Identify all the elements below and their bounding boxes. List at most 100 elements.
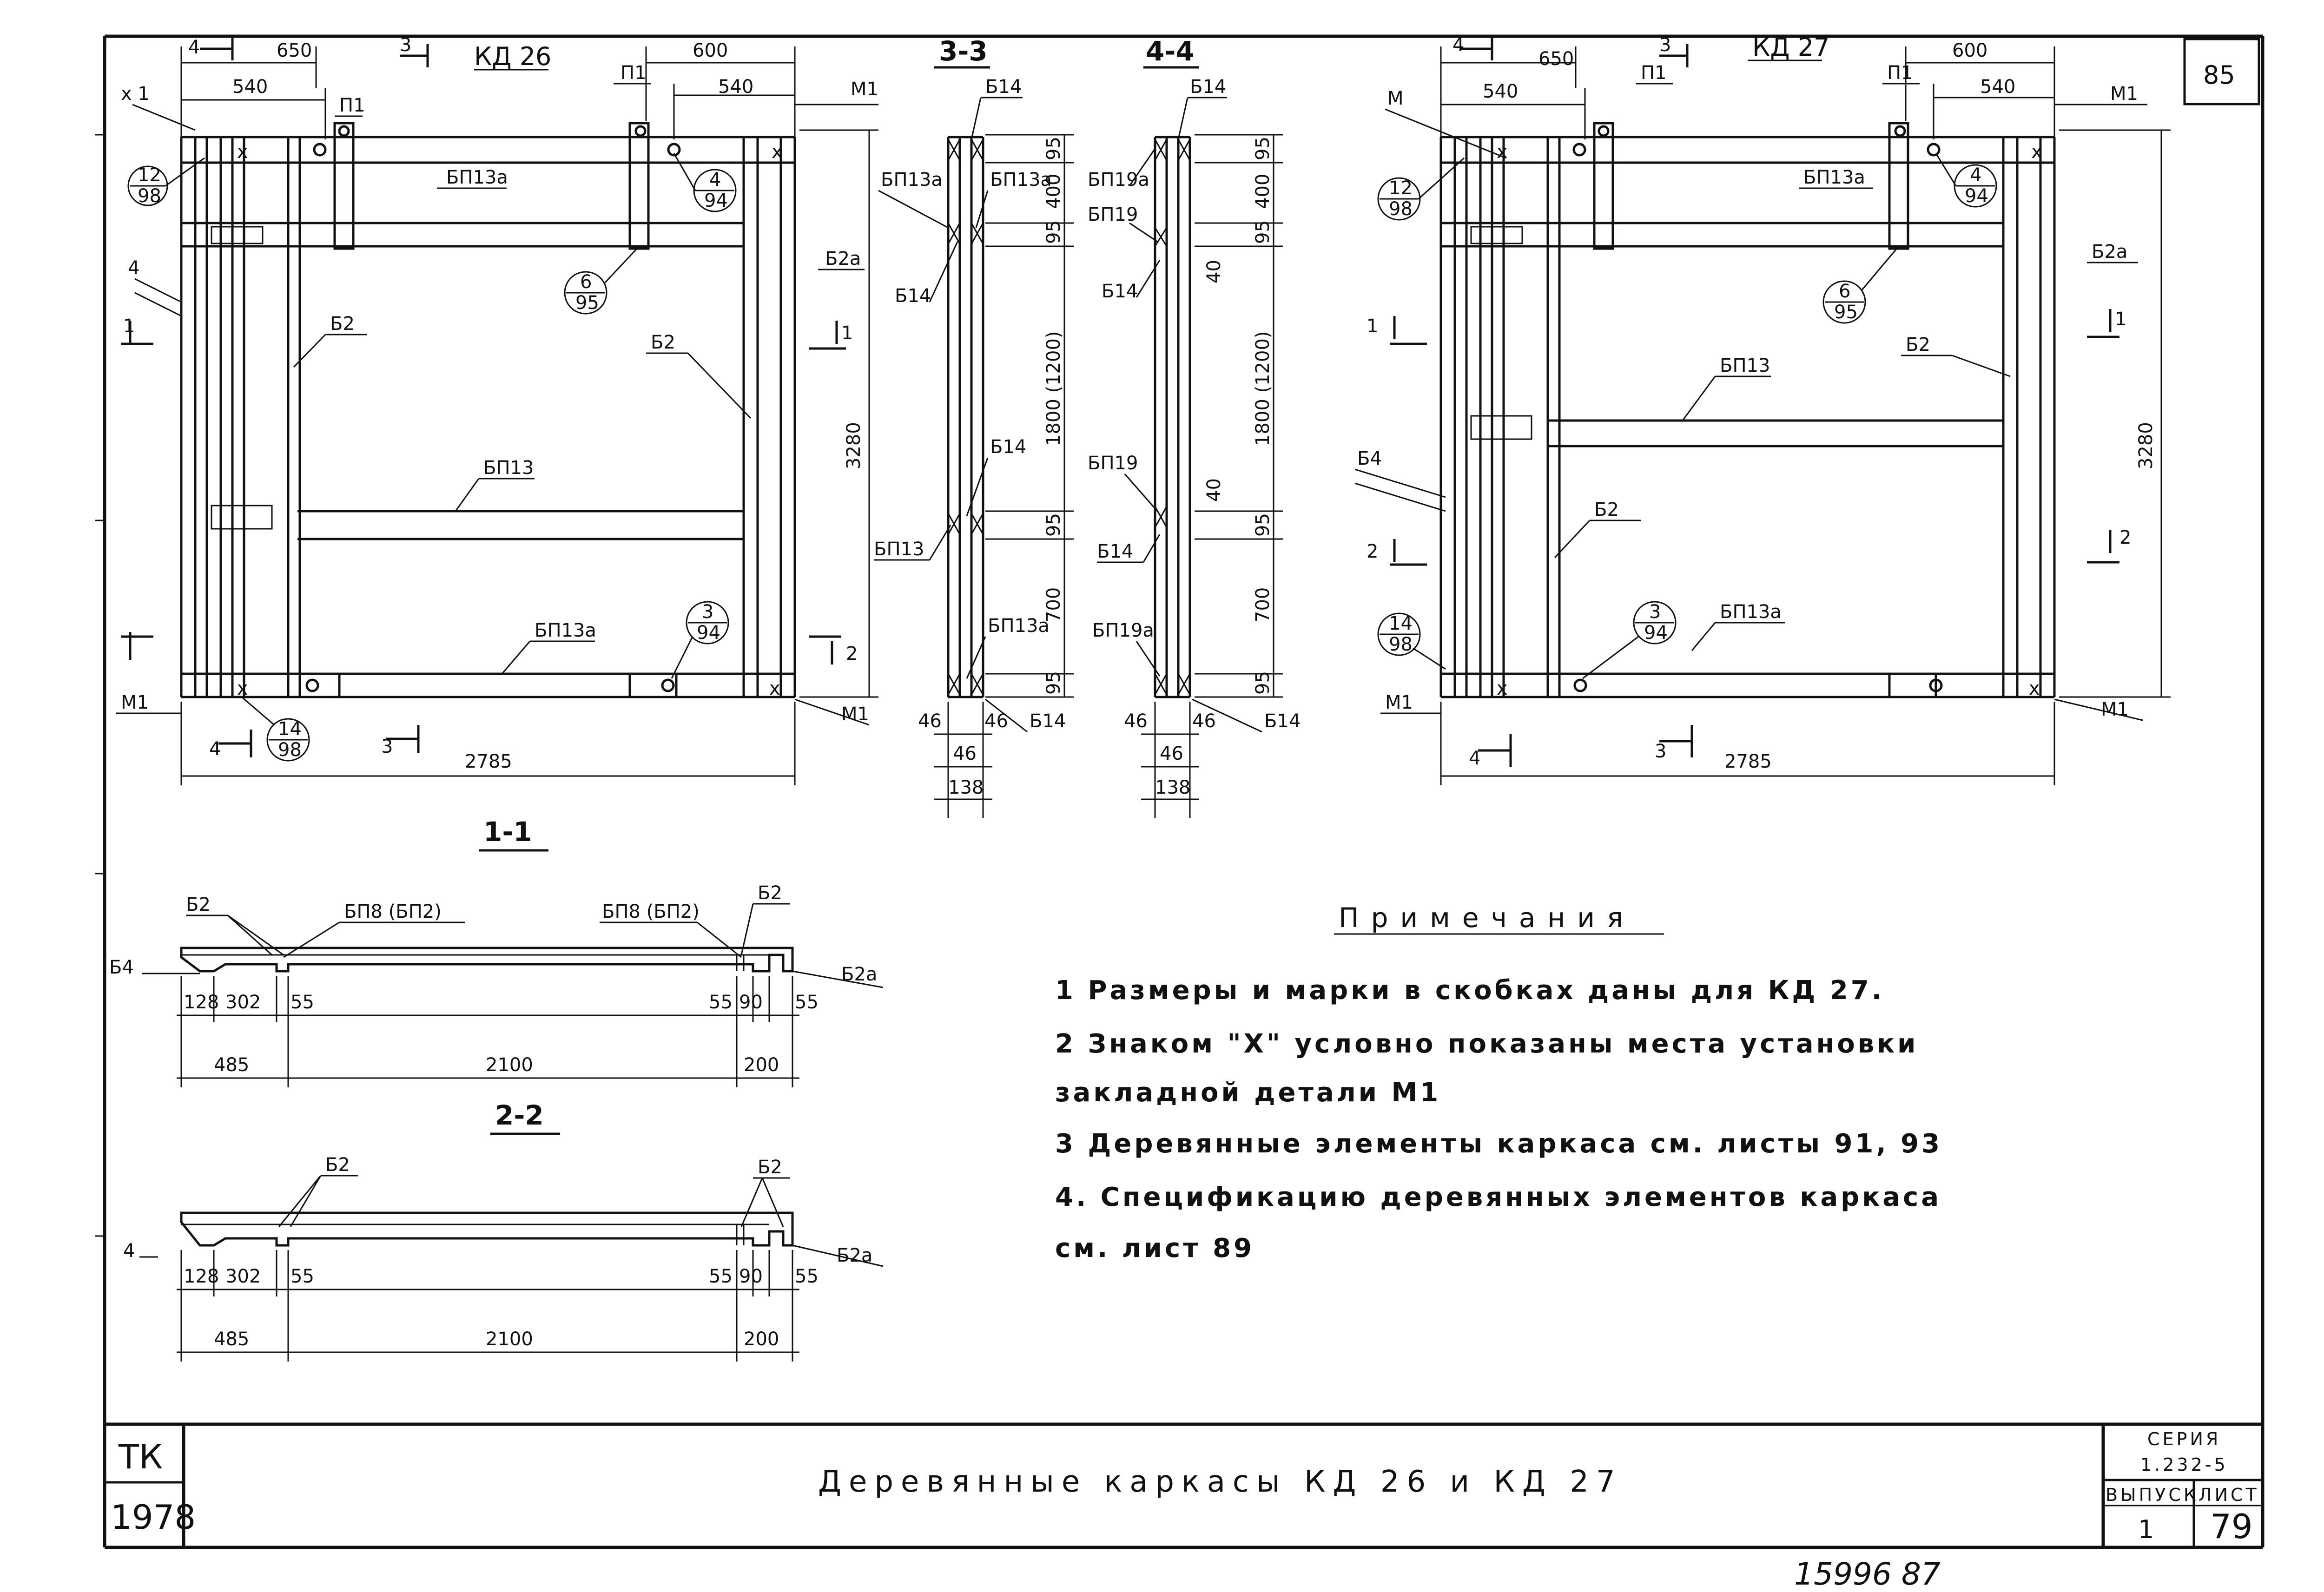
svg-text:М1: М1: [841, 704, 869, 725]
section-4-4: 4-4 95 400 95 40 1800 (1200) 40 95 700 9…: [1088, 35, 1301, 818]
svg-text:М1: М1: [851, 79, 878, 100]
title-main: Деревянные каркасы КД 26 и КД 27: [818, 1465, 1623, 1499]
svg-text:Б2: Б2: [186, 894, 211, 915]
kd27-labels: М П1 П1 М1 БП13а Б2а Б2 БП13 Б4 Б2 БП13а: [1354, 62, 2147, 721]
svg-text:БП13: БП13: [874, 539, 924, 560]
svg-text:138: 138: [1155, 777, 1190, 798]
svg-text:700: 700: [1043, 587, 1064, 623]
svg-text:Б14: Б14: [985, 76, 1022, 98]
kd26-callout-6-95: 6 95: [564, 245, 640, 315]
svg-text:94: 94: [704, 190, 728, 211]
kd26-dim-width-group: 2785: [180, 702, 796, 785]
svg-text:1800 (1200): 1800 (1200): [1252, 331, 1274, 446]
svg-text:x: x: [1497, 141, 1508, 163]
section-2-2: 2-2 128 302 55 55 90 55 485 2100: [123, 1099, 884, 1362]
kd26-callout-12-98: 12 98: [127, 157, 205, 207]
svg-text:94: 94: [1644, 622, 1668, 644]
series-label: СЕРИЯ: [2147, 1429, 2221, 1449]
frame-kd27: x x x x 650 540 600 540 3280: [1354, 33, 2171, 785]
svg-text:П1: П1: [621, 62, 647, 84]
issue-value: 1: [2138, 1515, 2154, 1544]
svg-text:55: 55: [290, 1266, 314, 1287]
svg-text:х 1: х 1: [121, 83, 150, 105]
svg-text:128: 128: [184, 1266, 219, 1287]
svg-text:Б2а: Б2а: [825, 248, 861, 270]
kd26-x-marks: x x x x: [237, 141, 783, 699]
svg-text:Б2: Б2: [330, 313, 355, 335]
svg-text:БП19а: БП19а: [1092, 620, 1154, 641]
kd27-callout-4-94: 4 94: [1935, 153, 1997, 208]
title-block: ТК 1978 Деревянные каркасы КД 26 и КД 27…: [105, 1422, 2263, 1547]
svg-text:95: 95: [575, 292, 599, 314]
sheet-label: ЛИСТ: [2199, 1485, 2259, 1505]
svg-text:14: 14: [278, 718, 302, 740]
kd26-dim-width: 2785: [465, 751, 512, 772]
kd27-dims-top: 650 540 600 540: [1440, 40, 2055, 139]
svg-text:x: x: [237, 678, 248, 699]
svg-text:БП19а: БП19а: [1088, 169, 1149, 191]
svg-text:Б14: Б14: [1264, 710, 1301, 732]
kd26-name: КД 26: [474, 42, 551, 71]
svg-text:Б2: Б2: [1906, 334, 1930, 355]
svg-text:138: 138: [948, 777, 984, 798]
svg-text:4: 4: [209, 738, 221, 760]
svg-text:4: 4: [709, 169, 721, 191]
kd27-dim-540-left: 540: [1483, 81, 1518, 102]
sheet-value: 79: [2210, 1507, 2253, 1546]
svg-text:Б2: Б2: [1594, 499, 1619, 520]
kd27-holes: [1572, 125, 1943, 692]
svg-text:x: x: [1497, 678, 1508, 699]
svg-text:БП13а: БП13а: [990, 169, 1052, 191]
handwritten-number: 15996 87: [1794, 1556, 1941, 1592]
svg-text:1: 1: [841, 322, 853, 344]
kd26-dim-height-group: 3280: [799, 129, 878, 698]
svg-text:90: 90: [739, 1266, 763, 1287]
svg-text:Б14: Б14: [1097, 541, 1133, 562]
svg-text:95: 95: [1252, 220, 1274, 244]
svg-text:П1: П1: [1887, 62, 1913, 84]
svg-text:95: 95: [1834, 302, 1858, 323]
svg-text:46: 46: [918, 710, 942, 732]
svg-text:М1: М1: [1385, 692, 1413, 713]
frame-kd26: x x x x 650 540 600 540 3280: [116, 34, 878, 785]
kd26-dims-top: 650 540 600 540: [180, 40, 796, 139]
svg-text:1: 1: [2115, 309, 2126, 330]
svg-text:40: 40: [1203, 478, 1225, 502]
svg-text:3: 3: [702, 601, 713, 623]
svg-text:55: 55: [290, 992, 314, 1013]
svg-text:55: 55: [795, 1266, 819, 1287]
kd26-holes: [305, 125, 681, 692]
svg-text:55: 55: [795, 992, 819, 1013]
section-1-1-member: [180, 947, 794, 973]
kd27-frame-lines: [1439, 122, 2056, 698]
kd27-callout-14-98: 14 98: [1377, 612, 1446, 670]
kd27-dim-600: 600: [1952, 40, 1987, 61]
svg-text:1: 1: [1367, 316, 1378, 337]
svg-text:Б2а: Б2а: [2092, 241, 2127, 263]
notes-item-4: 3 Деревянные элементы каркаса см. листы …: [1055, 1129, 1942, 1159]
svg-text:БП19: БП19: [1088, 453, 1138, 474]
svg-text:94: 94: [697, 622, 720, 644]
svg-text:2: 2: [1367, 541, 1378, 562]
section-1-1-title: 1-1: [483, 816, 532, 848]
svg-text:БП19: БП19: [1088, 204, 1138, 225]
svg-text:Б4: Б4: [1357, 448, 1382, 469]
svg-text:БП13: БП13: [483, 457, 534, 479]
svg-text:95: 95: [1252, 137, 1274, 160]
svg-text:БП8 (БП2): БП8 (БП2): [602, 901, 700, 922]
svg-text:БП13а: БП13а: [881, 169, 943, 191]
section-1-1-labels: Б2 БП8 (БП2) БП8 (БП2) Б2 Б4 Б2а: [109, 882, 884, 988]
notes-block: Примечания 1 Размеры и марки в скобках д…: [1055, 902, 1942, 1263]
kd26-callout-14-98: 14 98: [241, 696, 310, 762]
kd26-callout-3-94: 3 94: [671, 601, 729, 679]
section-2-2-labels: Б2 Б2 4 Б2а: [123, 1154, 884, 1267]
svg-text:55: 55: [709, 992, 733, 1013]
svg-text:94: 94: [1965, 185, 1988, 207]
issue-label: ВЫПУСК: [2106, 1485, 2199, 1505]
kd26-dim-height: 3280: [843, 422, 865, 469]
kd27-dim-width-group: 2785: [1440, 702, 2055, 785]
kd26-frame-lines: [180, 122, 796, 698]
kd26-dim-650: 650: [277, 40, 312, 61]
notes-heading: Примечания: [1339, 902, 1635, 934]
svg-text:4: 4: [1970, 164, 1981, 186]
